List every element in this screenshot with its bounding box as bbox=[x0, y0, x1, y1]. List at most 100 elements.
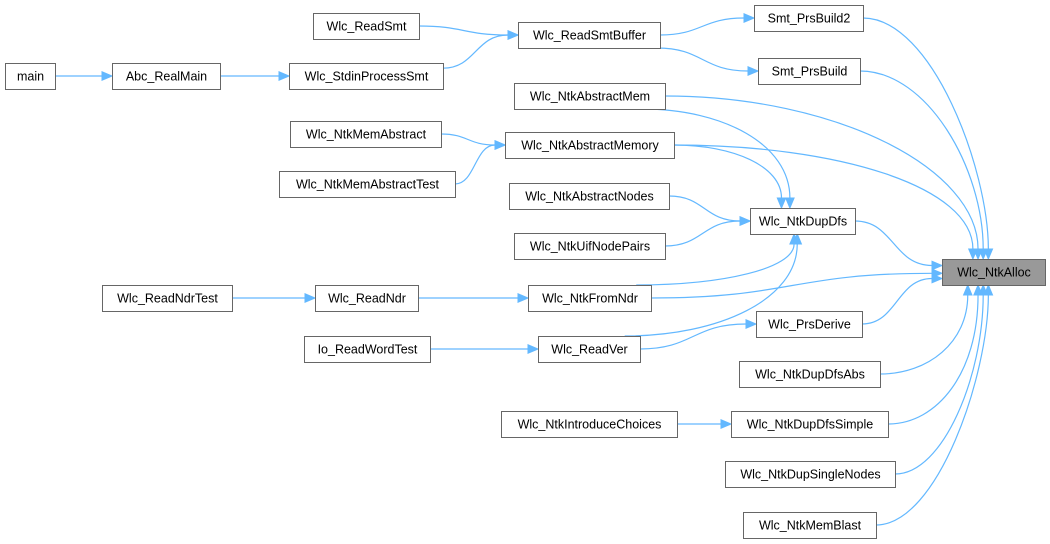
node-box bbox=[528, 285, 652, 312]
edge-wlc-ntkuifnodepairs-to-wlc-ntkdupdfs bbox=[664, 220, 741, 247]
arrowhead-icon bbox=[967, 248, 978, 261]
node-label: Wlc_NtkAlloc bbox=[957, 266, 1031, 280]
edge-wlc-ntkabstractmemory-to-wlc-ntkalloc bbox=[673, 144, 974, 250]
node-box bbox=[509, 183, 670, 210]
node-box bbox=[505, 132, 675, 159]
node-box bbox=[315, 285, 419, 312]
node-box bbox=[313, 13, 420, 40]
node-label: Wlc_NtkMemAbstract bbox=[306, 128, 427, 142]
edge-wlc-ntkabstractnodes-to-wlc-ntkdupdfs bbox=[668, 195, 741, 222]
node-wlc-ntkalloc[interactable]: Wlc_NtkAlloc bbox=[942, 259, 1046, 286]
node-wlc-ntkabstractnodes[interactable]: Wlc_NtkAbstractNodes bbox=[509, 183, 670, 210]
edge-wlc-readsmt-to-wlc-readsmtbuffer bbox=[418, 25, 509, 36]
edge-wlc-ntkabstractmemory-to-wlc-ntkdupdfs bbox=[673, 144, 783, 199]
arrowhead-icon bbox=[720, 419, 733, 429]
node-wlc-ntkuifnodepairs[interactable]: Wlc_NtkUifNodePairs bbox=[514, 233, 666, 260]
arrowhead-icon bbox=[776, 197, 787, 210]
node-label: Wlc_NtkAbstractMem bbox=[530, 90, 650, 104]
node-box bbox=[279, 171, 456, 198]
arrowhead-icon bbox=[747, 66, 760, 76]
node-smt-prsbuild2[interactable]: Smt_PrsBuild2 bbox=[754, 5, 864, 32]
arrowhead-icon bbox=[792, 232, 803, 245]
node-box bbox=[743, 512, 877, 539]
node-wlc-ntkdupdfssimple[interactable]: Wlc_NtkDupDfsSimple bbox=[731, 411, 889, 438]
node-abc-realmain[interactable]: Abc_RealMain bbox=[112, 63, 221, 90]
node-label: Wlc_NtkDupDfs bbox=[759, 215, 847, 229]
node-label: Io_ReadWordTest bbox=[318, 343, 418, 357]
node-wlc-readsmtbuffer[interactable]: Wlc_ReadSmtBuffer bbox=[518, 22, 661, 49]
edge-wlc-readsmtbuffer-to-smt-prsbuild bbox=[657, 47, 749, 72]
arrowhead-icon bbox=[739, 216, 752, 226]
edge-wlc-ntkmemabstract-to-wlc-ntkabstractmemory bbox=[440, 133, 496, 146]
node-wlc-ntkintroducechoices[interactable]: Wlc_NtkIntroduceChoices bbox=[501, 411, 678, 438]
node-label: Wlc_NtkAbstractNodes bbox=[525, 190, 654, 204]
arrowhead-icon bbox=[931, 273, 944, 284]
node-box bbox=[290, 121, 442, 148]
node-wlc-ntkabstractmem[interactable]: Wlc_NtkAbstractMem bbox=[514, 83, 666, 110]
arrowhead-icon bbox=[517, 293, 530, 303]
node-box bbox=[754, 5, 864, 32]
node-label: Wlc_NtkDupDfsAbs bbox=[755, 368, 865, 382]
node-box bbox=[731, 411, 889, 438]
edge-wlc-ntkmemabstracttest-to-wlc-ntkabstractmemory bbox=[454, 144, 496, 185]
node-box bbox=[514, 233, 666, 260]
node-wlc-ntkdupdfsabs[interactable]: Wlc_NtkDupDfsAbs bbox=[739, 361, 881, 388]
node-label: Wlc_NtkDupSingleNodes bbox=[740, 468, 880, 482]
edge-wlc-ntkfromndr-to-wlc-ntkdupdfs bbox=[636, 243, 795, 286]
node-box bbox=[5, 63, 56, 90]
edge-wlc-prsderive-to-wlc-ntkalloc bbox=[861, 277, 933, 325]
node-box bbox=[725, 461, 896, 488]
node-box bbox=[942, 259, 1046, 286]
node-label: Wlc_ReadNdrTest bbox=[117, 292, 218, 306]
node-label: Smt_PrsBuild bbox=[772, 65, 848, 79]
node-wlc-readndr[interactable]: Wlc_ReadNdr bbox=[315, 285, 419, 312]
node-wlc-ntkdupsinglenodes[interactable]: Wlc_NtkDupSingleNodes bbox=[725, 461, 896, 488]
node-label: Wlc_NtkMemBlast bbox=[759, 519, 862, 533]
arrowhead-icon bbox=[743, 13, 756, 23]
arrowhead-icon bbox=[507, 30, 520, 40]
arrowhead-icon bbox=[101, 71, 114, 81]
node-box bbox=[289, 63, 444, 90]
edge-wlc-stdinprocesssmt-to-wlc-readsmtbuffer bbox=[442, 34, 509, 69]
node-label: Wlc_NtkIntroduceChoices bbox=[518, 418, 662, 432]
arrowhead-icon bbox=[784, 197, 795, 210]
node-label: Wlc_NtkUifNodePairs bbox=[530, 240, 650, 254]
edge-wlc-readsmtbuffer-to-smt-prsbuild2 bbox=[659, 17, 745, 36]
node-box bbox=[102, 285, 233, 312]
node-label: Wlc_NtkMemAbstractTest bbox=[296, 178, 440, 192]
node-wlc-ntkabstractmemory[interactable]: Wlc_NtkAbstractMemory bbox=[505, 132, 675, 159]
node-label: Wlc_ReadSmt bbox=[327, 20, 407, 34]
edge-wlc-ntkdupdfssimple-to-wlc-ntkalloc bbox=[887, 294, 979, 425]
node-wlc-readndrtest[interactable]: Wlc_ReadNdrTest bbox=[102, 285, 233, 312]
node-wlc-ntkdupdfs[interactable]: Wlc_NtkDupDfs bbox=[750, 208, 856, 235]
node-box bbox=[739, 361, 881, 388]
arrowhead-icon bbox=[745, 319, 758, 329]
arrowhead-icon bbox=[494, 140, 507, 150]
edge-wlc-ntkfromndr-to-wlc-ntkalloc bbox=[650, 272, 933, 299]
edge-smt-prsbuild-to-wlc-ntkalloc bbox=[859, 70, 984, 250]
arrowhead-icon bbox=[962, 283, 973, 296]
node-label: Wlc_StdinProcessSmt bbox=[305, 70, 429, 84]
edge-wlc-readver-to-wlc-ntkdupdfs bbox=[624, 243, 798, 337]
node-label: Wlc_ReadVer bbox=[551, 343, 627, 357]
node-label: Wlc_ReadSmtBuffer bbox=[533, 29, 646, 43]
arrowhead-icon bbox=[983, 283, 994, 296]
node-main[interactable]: main bbox=[5, 63, 56, 90]
node-io-readwordtest[interactable]: Io_ReadWordTest bbox=[304, 336, 431, 363]
node-wlc-readsmt[interactable]: Wlc_ReadSmt bbox=[313, 13, 420, 40]
node-label: Wlc_NtkAbstractMemory bbox=[521, 139, 659, 153]
node-wlc-ntkfromndr[interactable]: Wlc_NtkFromNdr bbox=[528, 285, 652, 312]
node-smt-prsbuild[interactable]: Smt_PrsBuild bbox=[758, 58, 861, 85]
node-label: Abc_RealMain bbox=[126, 70, 207, 84]
node-wlc-ntkmemblast[interactable]: Wlc_NtkMemBlast bbox=[743, 512, 877, 539]
node-box bbox=[750, 208, 856, 235]
node-wlc-ntkmemabstract[interactable]: Wlc_NtkMemAbstract bbox=[290, 121, 442, 148]
node-wlc-ntkmemabstracttest[interactable]: Wlc_NtkMemAbstractTest bbox=[279, 171, 456, 198]
node-label: Wlc_NtkFromNdr bbox=[542, 292, 638, 306]
node-wlc-prsderive[interactable]: Wlc_PrsDerive bbox=[756, 311, 863, 338]
edge-wlc-ntkdupsinglenodes-to-wlc-ntkalloc bbox=[894, 294, 984, 475]
node-wlc-readver[interactable]: Wlc_ReadVer bbox=[538, 336, 641, 363]
node-wlc-stdinprocesssmt[interactable]: Wlc_StdinProcessSmt bbox=[289, 63, 444, 90]
